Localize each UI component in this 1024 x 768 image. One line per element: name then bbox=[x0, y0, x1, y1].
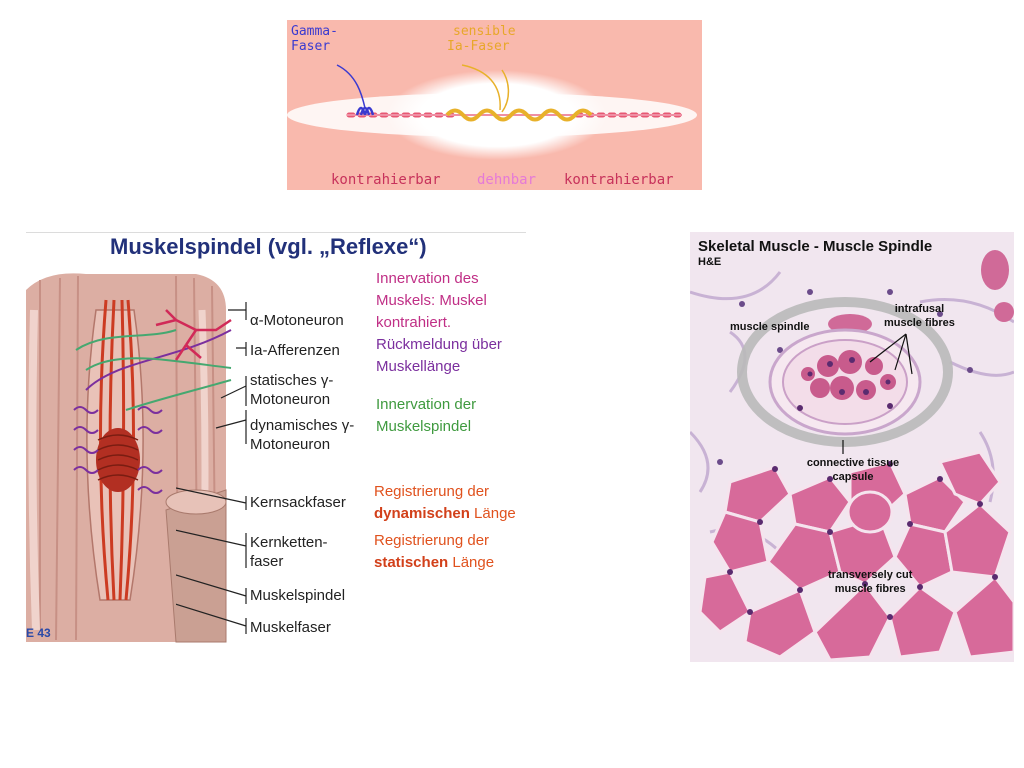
label-alpha-motoneuron: α-Motoneuron bbox=[250, 312, 344, 329]
label-transverse-line2: muscle fibres bbox=[834, 583, 906, 595]
label-nuclear-chain-line1: Kernketten- bbox=[250, 534, 328, 551]
desc-dynamic-bold: dynamischen bbox=[374, 505, 470, 522]
label-nuclear-chain-fiber: Kernketten- faser bbox=[250, 533, 328, 571]
histology-stain: H&E bbox=[698, 256, 722, 268]
desc-static-registration: Registrierung der statischen Länge bbox=[374, 530, 494, 574]
label-capsule-line2: capsule bbox=[832, 471, 874, 483]
ia-label-line2: Ia-Faser bbox=[447, 39, 510, 54]
label-ia-afferents: Ia-Afferenzen bbox=[250, 342, 340, 359]
desc-muscle-innervation: Innervation des Muskels: Muskel kontrahi… bbox=[376, 268, 487, 334]
spindle-schematic-panel: Gamma- Faser sensible Ia-Faser kontrahie… bbox=[287, 20, 702, 190]
label-dynamic-gamma-line1: dynamisches γ- bbox=[250, 417, 355, 434]
label-static-gamma-line2: Motoneuron bbox=[250, 391, 331, 408]
desc-muscle-innervation-line1: Innervation des bbox=[376, 270, 479, 287]
label-intrafusal-fibres: intrafusal muscle fibres bbox=[884, 302, 955, 330]
gamma-fiber-label: Gamma- Faser bbox=[291, 24, 338, 54]
label-nuclear-chain-line2: faser bbox=[250, 553, 284, 570]
label-capsule-line1: connective tissue bbox=[806, 457, 900, 469]
label-intrafusal-line1: intrafusal bbox=[894, 303, 945, 315]
leader-lines bbox=[176, 302, 247, 634]
label-transverse-fibres: transversely cut muscle fibres bbox=[828, 568, 912, 596]
gamma-endplate bbox=[355, 106, 375, 116]
stretchable-label: dehnbar bbox=[477, 172, 537, 188]
label-muscle-spindle: Muskelspindel bbox=[250, 587, 346, 604]
desc-muscle-innervation-line2: Muskels: Muskel bbox=[376, 292, 487, 309]
label-static-gamma: statisches γ- Motoneuron bbox=[250, 371, 333, 409]
ia-fiber-label: sensible Ia-Faser bbox=[447, 24, 516, 54]
histology-panel: Skeletal Muscle - Muscle Spindle H&E mus… bbox=[690, 232, 1014, 662]
label-transverse-line1: transversely cut bbox=[828, 569, 913, 581]
anatomy-title: Muskelspindel (vgl. „Reflexe“) bbox=[110, 234, 427, 259]
muscle-spindle-illustration bbox=[26, 273, 232, 643]
desc-muscle-innervation-line3: kontrahiert. bbox=[376, 314, 452, 331]
title-rule bbox=[26, 232, 526, 233]
desc-feedback: Rückmeldung über Muskellänge bbox=[376, 334, 502, 378]
label-dynamic-gamma-line2: Motoneuron bbox=[250, 436, 331, 453]
label-dynamic-gamma: dynamisches γ- Motoneuron bbox=[250, 416, 354, 454]
gamma-fiber bbox=[336, 64, 366, 109]
desc-spindle-innervation-line2: Muskelspindel bbox=[376, 418, 472, 435]
gamma-label-line1: Gamma- bbox=[291, 24, 338, 39]
label-connective-capsule: connective tissue capsule bbox=[807, 456, 899, 484]
ia-label-line1: sensible bbox=[453, 24, 516, 39]
anatomy-panel: Muskelspindel (vgl. „Reflexe“) bbox=[26, 228, 532, 646]
histology-micrograph bbox=[690, 250, 1014, 662]
desc-feedback-line1: Rückmeldung über bbox=[376, 336, 502, 353]
label-muscle-spindle-histo: muscle spindle bbox=[730, 321, 810, 333]
ia-fiber bbox=[461, 64, 501, 111]
desc-static-line2: statischen Länge bbox=[374, 552, 494, 574]
label-muscle-fiber: Muskelfaser bbox=[250, 619, 331, 636]
contractile-left-label: kontrahierbar bbox=[331, 172, 441, 188]
desc-static-line1: Registrierung der bbox=[374, 532, 490, 549]
sensory-coil bbox=[445, 108, 593, 122]
spindle-schematic-drawing bbox=[287, 64, 697, 160]
desc-dynamic-line2: dynamischen Länge bbox=[374, 503, 516, 525]
figure-number: E 43 bbox=[26, 626, 51, 640]
label-static-gamma-line1: statisches γ- bbox=[250, 372, 334, 389]
desc-dynamic-rest: Länge bbox=[469, 505, 516, 522]
desc-static-bold: statischen bbox=[374, 554, 449, 571]
desc-feedback-line2: Muskellänge bbox=[376, 358, 461, 375]
desc-dynamic-registration: Registrierung der dynamischen Länge bbox=[374, 481, 516, 525]
label-intrafusal-line2: muscle fibres bbox=[884, 317, 955, 329]
desc-spindle-innervation: Innervation der Muskelspindel bbox=[376, 394, 476, 438]
gamma-label-line2: Faser bbox=[291, 39, 331, 54]
desc-static-rest: Länge bbox=[448, 554, 495, 571]
desc-dynamic-line1: Registrierung der bbox=[374, 483, 490, 500]
desc-spindle-innervation-line1: Innervation der bbox=[376, 396, 477, 413]
contractile-right-label: kontrahierbar bbox=[564, 172, 674, 188]
histology-title: Skeletal Muscle - Muscle Spindle bbox=[698, 238, 933, 255]
label-nuclear-bag-fiber: Kernsackfaser bbox=[250, 494, 346, 511]
